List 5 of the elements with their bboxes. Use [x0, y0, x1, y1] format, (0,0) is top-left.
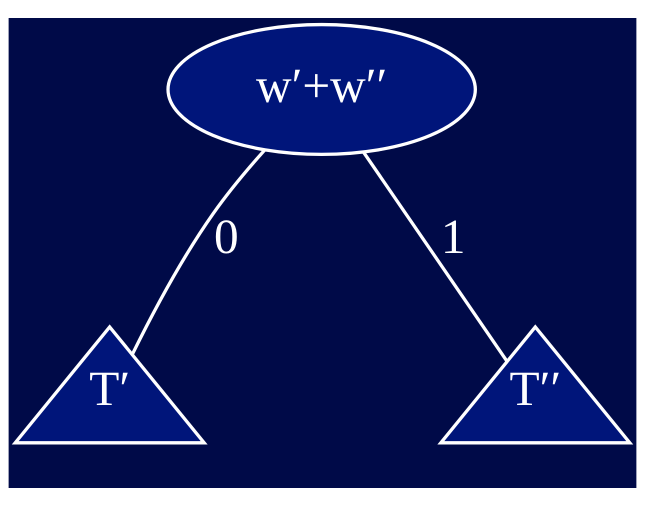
- edge-label: 0: [214, 209, 239, 264]
- edge-label: 1: [440, 209, 466, 264]
- connector: [130, 148, 266, 355]
- connector: [362, 152, 508, 362]
- node-ellipse: w′+w′′: [166, 22, 477, 156]
